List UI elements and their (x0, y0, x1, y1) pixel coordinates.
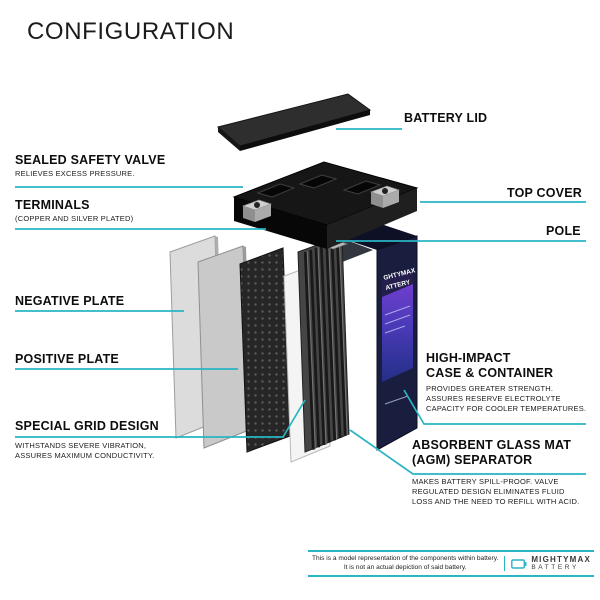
label-battery-lid: BATTERY LID (404, 111, 487, 126)
mightymax-logo: MIGHTYMAX BATTERY (504, 554, 591, 572)
sealed-safety-valve-title: SEALED SAFETY VALVE (15, 153, 166, 167)
label-pole: POLE (546, 224, 581, 239)
high-impact-case-title: HIGH-IMPACT CASE & CONTAINER (426, 351, 554, 380)
pole-title: POLE (546, 224, 581, 238)
special-grid-title: SPECIAL GRID DESIGN (15, 419, 159, 433)
disclaimer-text: This is a model representation of the co… (311, 555, 499, 571)
leader-special-grid (15, 399, 306, 438)
cell-stack-shape (297, 235, 373, 453)
terminal-right-shape (369, 185, 401, 208)
label-positive-plate: POSITIVE PLATE (15, 352, 119, 367)
battery-icon (511, 558, 527, 569)
leader-agm-separator (349, 429, 586, 475)
label-top-cover: TOP COVER (507, 186, 582, 201)
special-grid-desc: WITHSTANDS SEVERE VIBRATION, ASSURES MAX… (15, 441, 155, 460)
top-cover-title: TOP COVER (507, 186, 582, 200)
label-special-grid-design: SPECIAL GRID DESIGN WITHSTANDS SEVERE VI… (15, 419, 159, 461)
positive-plate-title: POSITIVE PLATE (15, 352, 119, 366)
page-title: CONFIGURATION (27, 18, 235, 45)
negative-plate-title: NEGATIVE PLATE (15, 294, 125, 308)
logo-text: MIGHTYMAX BATTERY (531, 554, 591, 572)
terminals-desc: (COPPER AND SILVER PLATED) (15, 214, 134, 223)
agm-separator-desc: MAKES BATTERY SPILL-PROOF. VALVE REGULAT… (412, 477, 580, 506)
footer-disclaimer-bar: This is a model representation of the co… (308, 550, 594, 577)
label-negative-plate: NEGATIVE PLATE (15, 294, 124, 309)
sealed-safety-valve-desc: RELIEVES EXCESS PRESSURE. (15, 169, 135, 178)
logo-line2: BATTERY (531, 563, 579, 571)
label-terminals: TERMINALS (COPPER AND SILVER PLATED) (15, 198, 133, 224)
terminals-title: TERMINALS (15, 198, 90, 212)
logo-line1: MIGHTYMAX (531, 554, 591, 564)
terminal-left-shape (241, 199, 273, 222)
battery-lid-title: BATTERY LID (404, 111, 488, 125)
high-impact-case-desc: PROVIDES GREATER STRENGTH. ASSURES RESER… (426, 384, 587, 413)
battery-lid-shape (216, 93, 372, 151)
leader-lines (15, 128, 586, 475)
top-cover-shape (232, 161, 419, 249)
label-agm-separator: ABSORBENT GLASS MAT (AGM) SEPARATOR MAKE… (412, 438, 579, 507)
agm-separator-title: ABSORBENT GLASS MAT (AGM) SEPARATOR (412, 438, 572, 467)
leader-high-impact-case (403, 389, 586, 425)
label-high-impact-case: HIGH-IMPACT CASE & CONTAINER PROVIDES GR… (426, 351, 586, 414)
special-grid-plate-shape (239, 247, 291, 453)
label-sealed-safety-valve: SEALED SAFETY VALVE RELIEVES EXCESS PRES… (15, 153, 165, 179)
